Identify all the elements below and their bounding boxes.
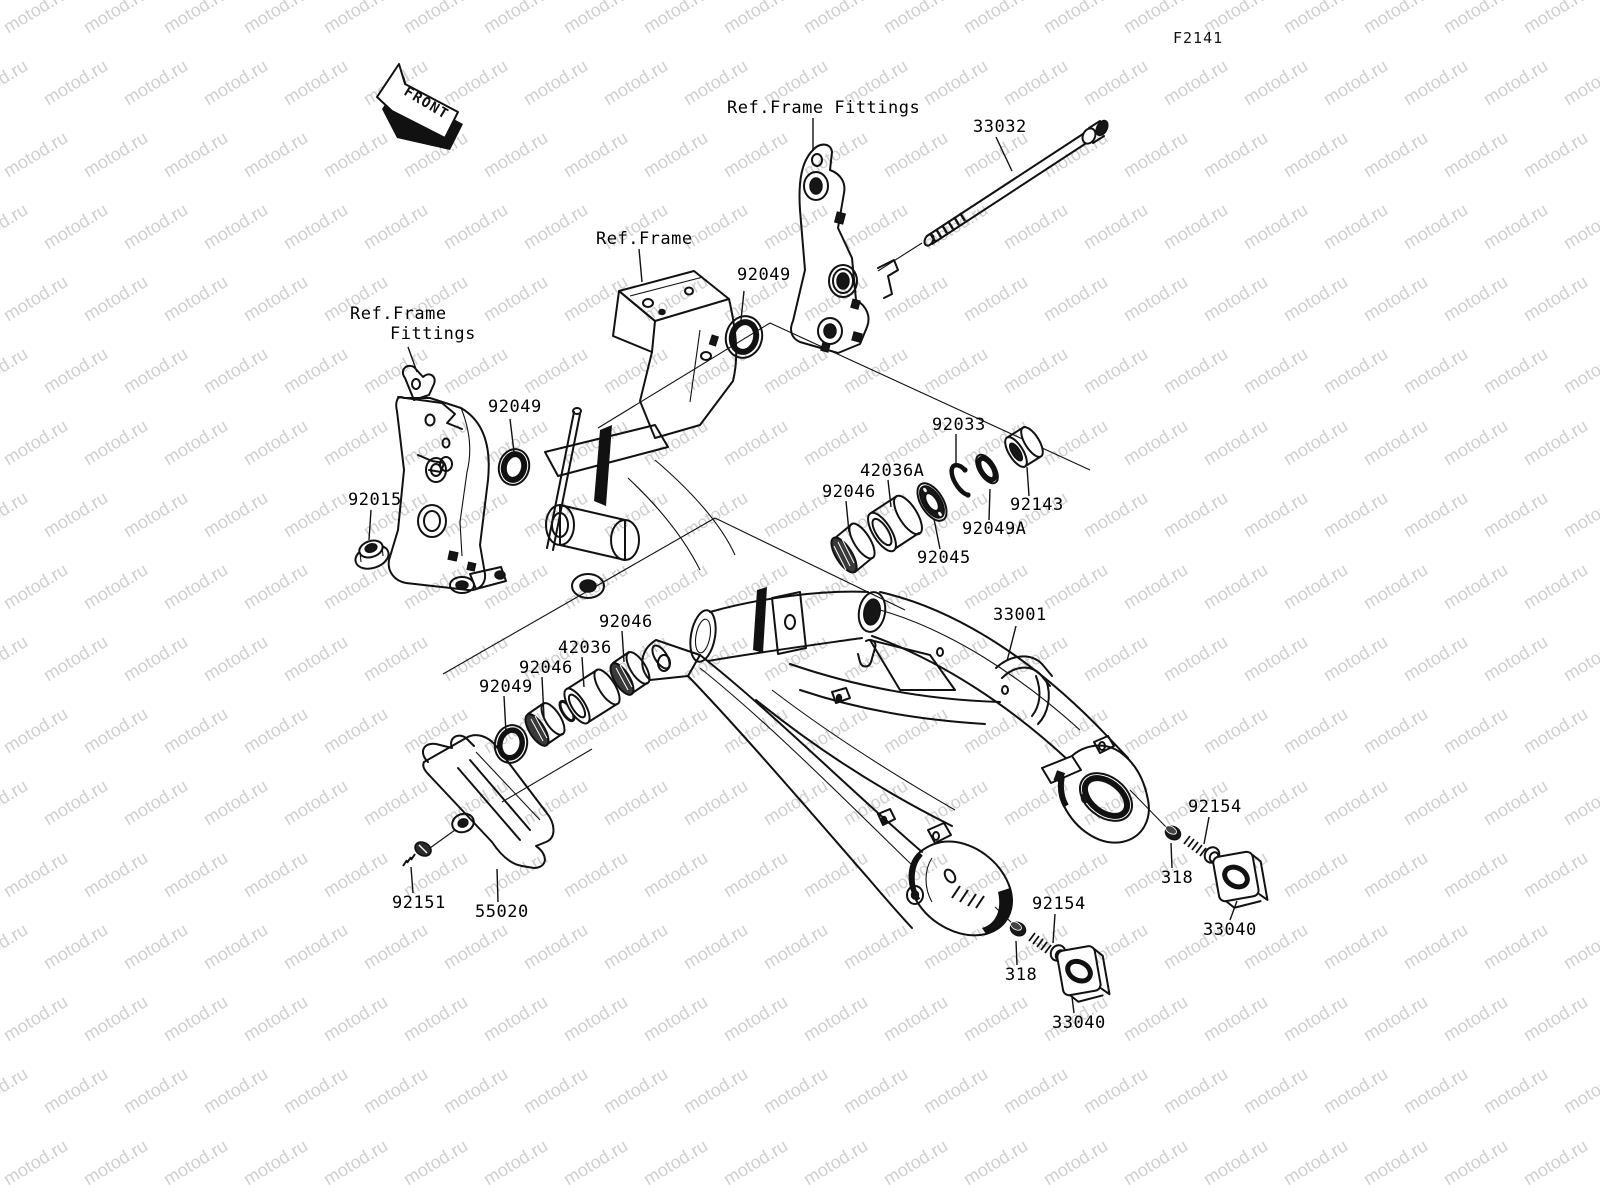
leader-line-part-92046-c [541, 676, 545, 718]
chain-adjuster-right [1164, 825, 1269, 909]
leader-line-part-92151 [410, 866, 414, 894]
leader-line-part-42036 [581, 656, 585, 688]
frame-fitting-bracket-left [387, 364, 507, 594]
adjuster-block-33040-right [1212, 850, 1269, 909]
seal-92049-left [497, 448, 531, 486]
leader-line-ref-frame-left-line2 [407, 346, 418, 373]
frame-bracket-center [544, 270, 738, 599]
leader-line-part-42036A [887, 479, 892, 508]
leader-line-part-92049-center [740, 290, 745, 321]
swingarm-33001 [641, 587, 1150, 937]
leader-line-part-33001 [1006, 625, 1017, 662]
leader-line-part-92049A [988, 488, 991, 521]
leader-line-part-318-b [1015, 940, 1018, 966]
bearing-cluster-upper [830, 426, 1044, 574]
leader-line-part-92015 [368, 509, 372, 541]
seal-92049-center [724, 315, 764, 359]
leader-line-part-92049-d [503, 695, 507, 734]
leader-line-part-33040-b [1071, 996, 1075, 1014]
figure-code: F2141 [1173, 29, 1224, 47]
leader-line-part-92046-a [845, 500, 850, 533]
flange-nut-92015 [354, 539, 390, 570]
chain-slider-55020 [421, 734, 555, 869]
front-arrow-icon: FRONT [376, 63, 463, 150]
frame-fitting-bracket-right [790, 143, 899, 354]
leader-line-part-33032 [995, 136, 1013, 172]
leader-lines [368, 118, 1238, 1014]
adjuster-block-33040-lower [1056, 945, 1111, 1003]
leader-line-part-92154-b [1052, 913, 1056, 944]
leader-line-part-92049-left [509, 418, 515, 453]
pivot-shaft-33032 [923, 119, 1109, 247]
leader-line-part-55020 [496, 868, 499, 903]
leader-line-part-33040-r [1229, 900, 1238, 921]
leader-line-ref-frame-center [638, 248, 643, 283]
chain-adjuster-lower [1009, 921, 1111, 1003]
leader-line-part-318-r [1170, 842, 1173, 869]
bearing-cluster-lower [493, 644, 671, 764]
screw-92151 [402, 841, 432, 867]
leader-line-part-92154-r [1203, 816, 1210, 845]
leader-line-part-92046-b [621, 630, 625, 663]
leader-line-part-92143 [1026, 466, 1030, 497]
leader-line-part-92045 [933, 518, 941, 550]
